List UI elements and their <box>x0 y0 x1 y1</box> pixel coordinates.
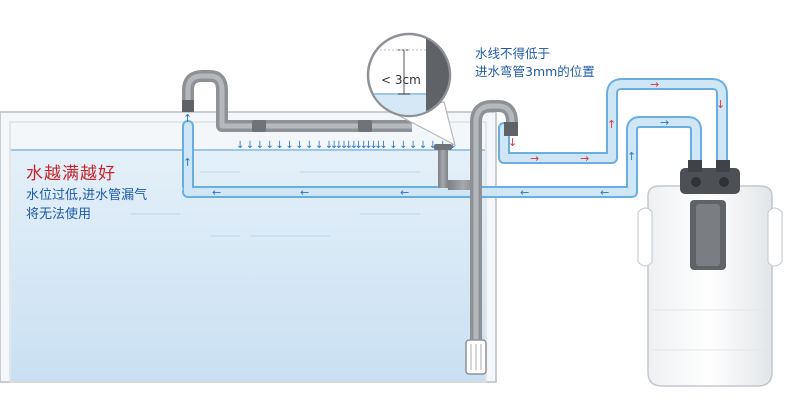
flow-arrow-icon: ↑ <box>627 150 636 163</box>
flow-arrow-icon: → <box>660 116 669 129</box>
flow-arrow-icon: ↑ <box>183 112 192 125</box>
return-flow-arrows: ↑ ↑ ← ← ← ← ← ↑ → <box>183 112 669 199</box>
flow-arrow-icon: ← <box>520 186 529 199</box>
headline: 水越满越好 <box>26 164 116 184</box>
flow-arrow-icon: ← <box>400 186 409 199</box>
spray-holes: ↓↓↓↓↓↓↓↓↓↓↓↓↓↓↓ ↓↓↓↓↓↓↓↓↓↓↓↓↓ <box>236 140 458 151</box>
flow-arrow-icon: ← <box>212 186 221 199</box>
callout-line-2: 进水弯管3mm的位置 <box>475 64 595 79</box>
subtitle-line-2: 将无法使用 <box>26 207 92 222</box>
aquarium-tank <box>0 111 497 383</box>
return-hose <box>182 116 702 198</box>
intake-flow-arrows: ↓ → → ↑ → ↓ <box>508 78 725 165</box>
flow-arrow-icon: → <box>580 152 589 165</box>
flow-arrow-icon: ← <box>300 186 309 199</box>
flow-arrow-icon: → <box>530 152 539 165</box>
flow-arrow-icon: ↓ <box>716 98 725 111</box>
flow-arrow-icon: ← <box>600 186 609 199</box>
flow-arrow-icon: ↑ <box>183 156 192 169</box>
intake-strainer-icon <box>465 339 487 375</box>
flow-arrow-icon: ↓ <box>508 136 517 149</box>
intake-pipe <box>470 100 518 356</box>
filter-canister-icon <box>637 160 783 387</box>
spray-bar-icon: ↓↓↓↓↓↓↓↓↓↓↓↓↓↓↓ ↓↓↓↓↓↓↓↓↓↓↓↓↓ <box>182 70 458 151</box>
svg-text:↓↓↓↓↓↓↓↓↓↓↓↓↓↓↓: ↓↓↓↓↓↓↓↓↓↓↓↓↓↓↓ <box>236 140 384 151</box>
svg-text:↓↓↓↓↓↓↓↓↓↓↓↓↓: ↓↓↓↓↓↓↓↓↓↓↓↓↓ <box>330 140 458 151</box>
subtitle-line-1: 水位过低,进水管漏气 <box>26 188 148 203</box>
skimmer-pipe <box>434 144 478 190</box>
intake-hose <box>498 78 728 166</box>
magnifier-callout <box>366 32 456 147</box>
flow-arrow-icon: ↑ <box>607 118 616 131</box>
measure-label: < 3cm <box>381 73 421 87</box>
flow-arrow-icon: → <box>650 78 659 91</box>
callout-line-1: 水线不得低于 <box>475 46 551 61</box>
